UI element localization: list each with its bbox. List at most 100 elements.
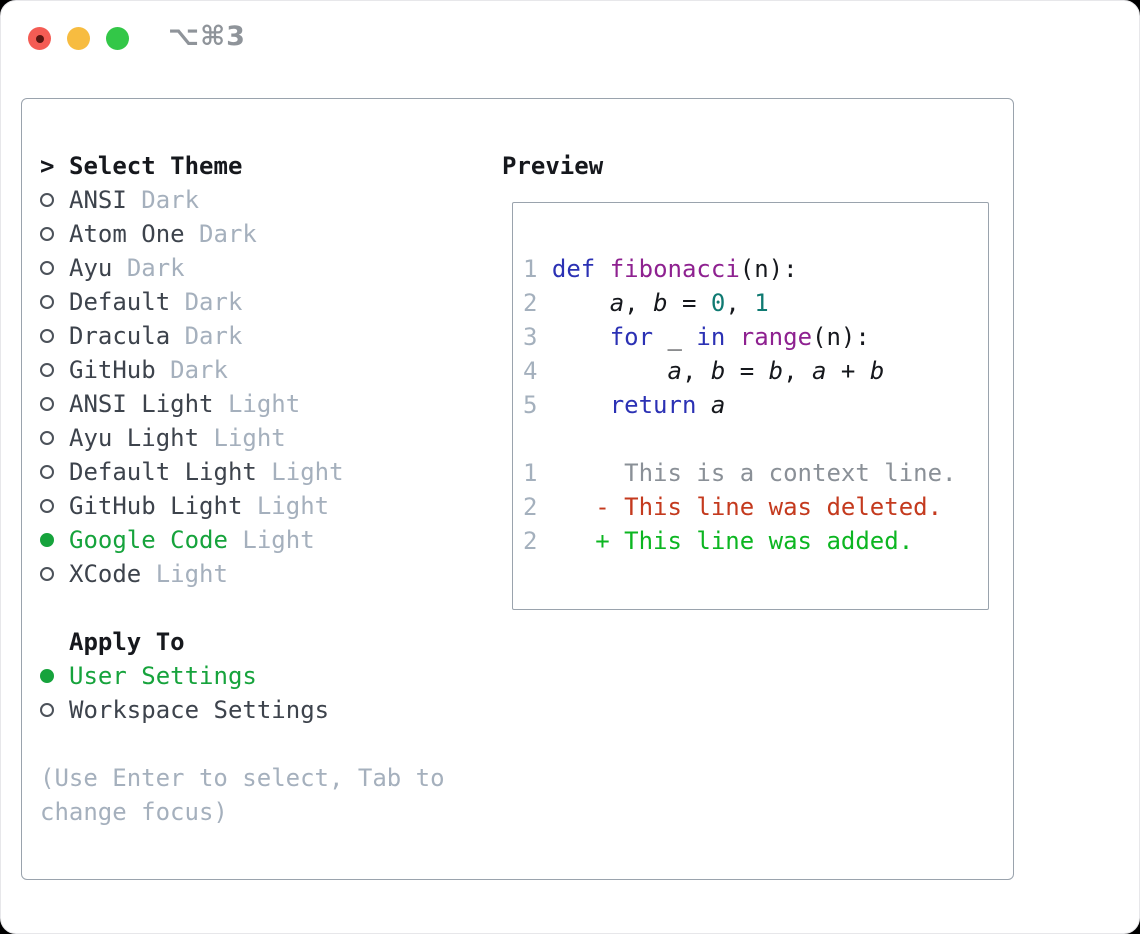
option-gap [257,455,271,489]
focus-caret-icon: > [40,152,55,180]
zoom-button[interactable] [106,27,129,50]
option-label: XCode [69,560,142,588]
theme-option-xcode[interactable]: XCode Light [40,557,445,591]
theme-option-default[interactable]: Default Dark [40,285,445,319]
option-variant-label: Dark [184,322,243,350]
code-token-pl [552,357,668,385]
code-token-pl [552,323,610,351]
radio-icon [40,431,69,445]
code-token-num: 1 [754,289,769,317]
theme-option-ayu[interactable]: Ayu Dark [40,251,445,285]
option-gap [228,523,242,557]
code-token-pl: + [826,357,870,385]
code-token-pl: = [667,289,711,317]
radio-circle [40,533,54,547]
code-token-ln: 5 [523,391,552,419]
code-token-ln: 3 [523,323,552,351]
code-token-pl: (n): [739,255,798,283]
option-label: Default Light [69,458,257,486]
option-gap [112,251,126,285]
option-label: Atom One [69,220,185,248]
hint-line: change focus) [40,798,228,826]
code-token-ln: 2 [523,527,552,555]
code-token-pl [552,289,610,317]
radio-circle [40,465,54,479]
hint-line: (Use Enter to select, Tab to [40,764,445,792]
option-variant-label: Light [242,526,315,554]
code-token-pl: (n): [812,323,870,351]
radio-circle [40,363,54,377]
option-variant-label: Dark [199,220,257,248]
radio-icon [40,227,69,241]
option-gap [214,387,228,421]
option-label: User Settings [69,662,257,690]
apply-to-header: Apply To [40,625,445,659]
code-token-fn: fibonacci [609,255,740,283]
preview-line: 1 def fibonacci(n): [523,252,984,286]
radio-circle [40,431,54,445]
option-gap [170,319,184,353]
radio-icon [40,499,69,513]
radio-icon [40,567,69,581]
code-token-var: b [653,289,668,317]
code-token-pl [696,391,710,419]
radio-circle [40,227,54,241]
option-variant-label: Light [155,560,228,588]
option-variant-label: Dark [184,288,243,316]
preview-line: 3 for _ in range(n): [523,320,984,354]
theme-option-github-light[interactable]: GitHub Light Light [40,489,445,523]
code-token-pl [725,323,739,351]
theme-option-default-light[interactable]: Default Light Light [40,455,445,489]
option-variant-label: Light [271,458,344,486]
spacer [40,727,445,761]
minimize-button[interactable] [67,27,90,50]
code-token-pl: = [725,357,769,385]
radio-icon [40,465,69,479]
theme-option-ansi[interactable]: ANSI Dark [40,183,445,217]
radio-circle [40,295,54,309]
close-button[interactable] [28,27,51,50]
apply-option-user-settings[interactable]: User Settings [40,659,445,693]
option-gap [185,217,199,251]
code-token-pl [595,255,609,283]
apply-option-workspace-settings[interactable]: Workspace Settings [40,693,445,727]
preview-panel: Preview 1 def fibonacci(n):2 a, b = 0, 1… [502,149,989,610]
code-token-kw: def [551,255,596,283]
option-label: Default [69,288,171,316]
theme-option-ayu-light[interactable]: Ayu Light Light [40,421,445,455]
spacer [40,591,445,625]
code-token-ln: 1 [523,255,552,283]
option-variant-label: Light [227,390,301,418]
preview-line: 2 a, b = 0, 1 [523,286,984,320]
code-token-fn: range [739,323,813,351]
window-title: ⌥⌘3 [168,21,246,52]
option-label: Workspace Settings [69,696,330,724]
option-label: ANSI [69,186,127,214]
preview-title: Preview [502,152,604,180]
code-token-pl [552,391,610,419]
select-theme-header: >Select Theme [40,149,445,183]
code-token-var: a [710,391,726,419]
theme-option-github[interactable]: GitHub Dark [40,353,445,387]
code-token-del: - This line was deleted. [551,493,943,521]
code-token-pl: , [725,289,755,317]
preview-line: 5 return a [523,388,984,422]
theme-option-atom-one[interactable]: Atom One Dark [40,217,445,251]
radio-icon [40,397,69,411]
theme-option-ansi-light[interactable]: ANSI Light Light [40,387,445,421]
code-token-ln: 4 [523,357,552,385]
keyboard-hint: (Use Enter to select, Tab to change focus… [40,761,445,829]
code-token-pl: _ [653,323,697,351]
code-token-pl: , [783,357,813,385]
code-token-kw: for [609,323,654,351]
radio-circle [40,329,54,343]
code-token-var: a [609,289,625,317]
preview-line: 4 a, b = b, a + b [523,354,984,388]
radio-icon [40,295,69,309]
theme-option-dracula[interactable]: Dracula Dark [40,319,445,353]
code-token-var: b [710,357,726,385]
theme-option-google-code[interactable]: Google Code Light [40,523,445,557]
